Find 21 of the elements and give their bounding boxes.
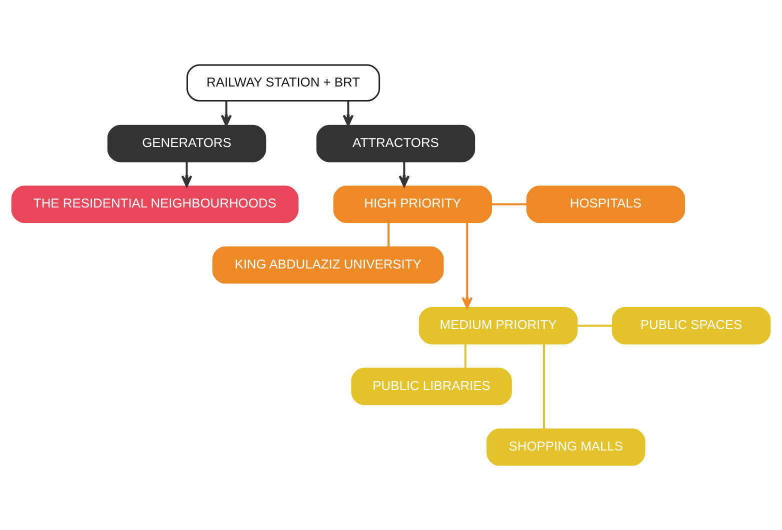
arrow bbox=[181, 162, 192, 188]
arrow bbox=[398, 162, 410, 188]
connector bbox=[388, 222, 390, 247]
arrow bbox=[462, 222, 473, 309]
node-box: RAILWAY STATION + BRT bbox=[186, 64, 380, 102]
arrow bbox=[342, 101, 354, 126]
connector bbox=[491, 203, 527, 206]
connector bbox=[464, 344, 466, 368]
node-box: THE RESIDENTIAL NEIGHBOURHOODS bbox=[11, 186, 298, 223]
node-box: KING ABDULAZIZ UNIVERSITY bbox=[212, 246, 444, 284]
node-box: ATTRACTORS bbox=[316, 124, 476, 162]
connector bbox=[543, 344, 545, 430]
arrow bbox=[220, 101, 232, 126]
node-box: SHOPPING MALLS bbox=[486, 428, 646, 466]
node-box: HIGH PRIORITY bbox=[333, 186, 492, 223]
node-box: PUBLIC SPACES bbox=[612, 307, 771, 344]
node-box: HOSPITALS bbox=[526, 186, 686, 223]
node-box: GENERATORS bbox=[107, 124, 266, 162]
connector bbox=[577, 324, 612, 327]
node-box: PUBLIC LIBRARIES bbox=[351, 368, 512, 406]
node-box: MEDIUM PRIORITY bbox=[418, 307, 578, 344]
